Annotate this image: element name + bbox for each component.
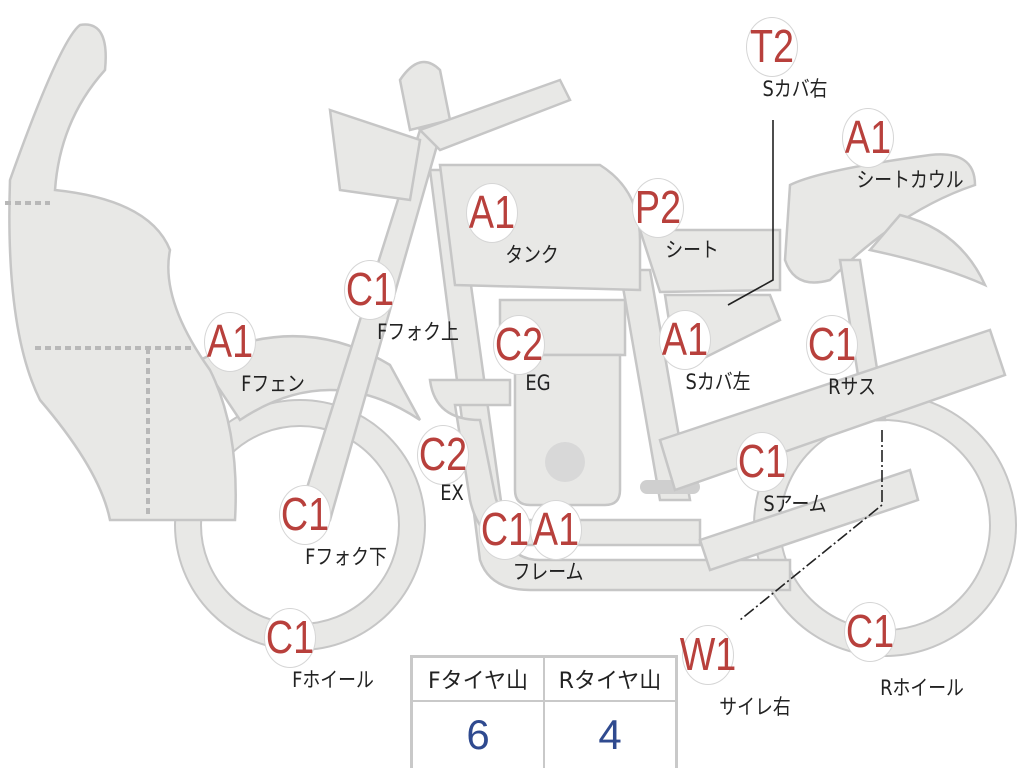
front-cowl [8,23,237,522]
tail-fender [867,213,988,288]
part-name: サイレ右 [719,695,791,719]
engine-case-cover [545,442,585,482]
marker-circle [530,500,582,560]
part-name: EG [525,371,551,395]
condition-code: C2 [494,318,544,370]
marker-circle [806,315,858,375]
part-name: Rサス [828,375,876,399]
part-name: Fホイール [292,668,374,692]
marker-circle [682,625,734,685]
part-name: フレーム [512,560,584,584]
condition-code: C1 [480,503,530,555]
condition-code: A1 [206,315,254,367]
front-tire-tread-value: 6 [410,700,545,768]
marker-circle [417,425,469,485]
marker-circle [493,315,545,375]
seat [638,228,782,294]
mirror [398,60,452,132]
part-name: EX [440,481,464,505]
tire-tread-table: Fタイヤ山 Rタイヤ山 6 4 [410,655,678,768]
condition-code: C1 [280,488,330,540]
silencer [698,468,920,572]
condition-code: A1 [532,503,580,555]
part-name: Sカバ左 [685,370,751,394]
condition-code: C1 [807,318,857,370]
condition-code: C1 [265,611,315,663]
tire-tread-header-row: Fタイヤ山 Rタイヤ山 [410,655,678,702]
marker-circle [279,485,331,545]
marker-circle [736,432,788,492]
part-name: Rホイール [880,676,964,700]
marker-circle [632,178,684,238]
rear-tire-tread-header: Rタイヤ山 [543,655,678,702]
condition-code: W1 [679,628,737,680]
part-name: Sカバ右 [762,77,828,101]
marker-circle [844,602,896,662]
marker-circle [659,310,711,370]
part-name: Fフォク下 [305,545,387,569]
part-name: シート [665,238,719,262]
condition-code: C2 [418,428,468,480]
front-tire-tread-header: Fタイヤ山 [410,655,545,702]
part-name: タンク [505,243,559,267]
handlebar [417,78,572,152]
condition-code: T2 [749,20,795,72]
part-name: シートカウル [856,168,964,192]
marker-circle [746,17,798,77]
part-name: Fフェン [241,372,305,396]
tire-tread-value-row: 6 4 [410,700,678,768]
marker-circle [479,500,531,560]
marker-circle [466,183,518,243]
marker-circle [264,608,316,668]
headlight [328,108,422,202]
rear-tire-tread-value: 4 [543,700,678,768]
condition-code: A1 [844,111,892,163]
condition-code: C1 [845,605,895,657]
part-name: Sアーム [763,492,827,516]
part-name: Fフォク上 [377,320,459,344]
condition-code: P2 [634,181,682,233]
leader-line-s-cover-right [727,120,774,306]
condition-code: C1 [737,435,787,487]
marker-circle [842,108,894,168]
seat-cowl [783,153,977,284]
marker-circle [204,312,256,372]
marker-circle [344,260,396,320]
condition-code: A1 [661,313,709,365]
engine [513,353,622,507]
leader-line-silencer-right [739,430,883,621]
condition-code: A1 [468,186,516,238]
condition-code: C1 [345,263,395,315]
